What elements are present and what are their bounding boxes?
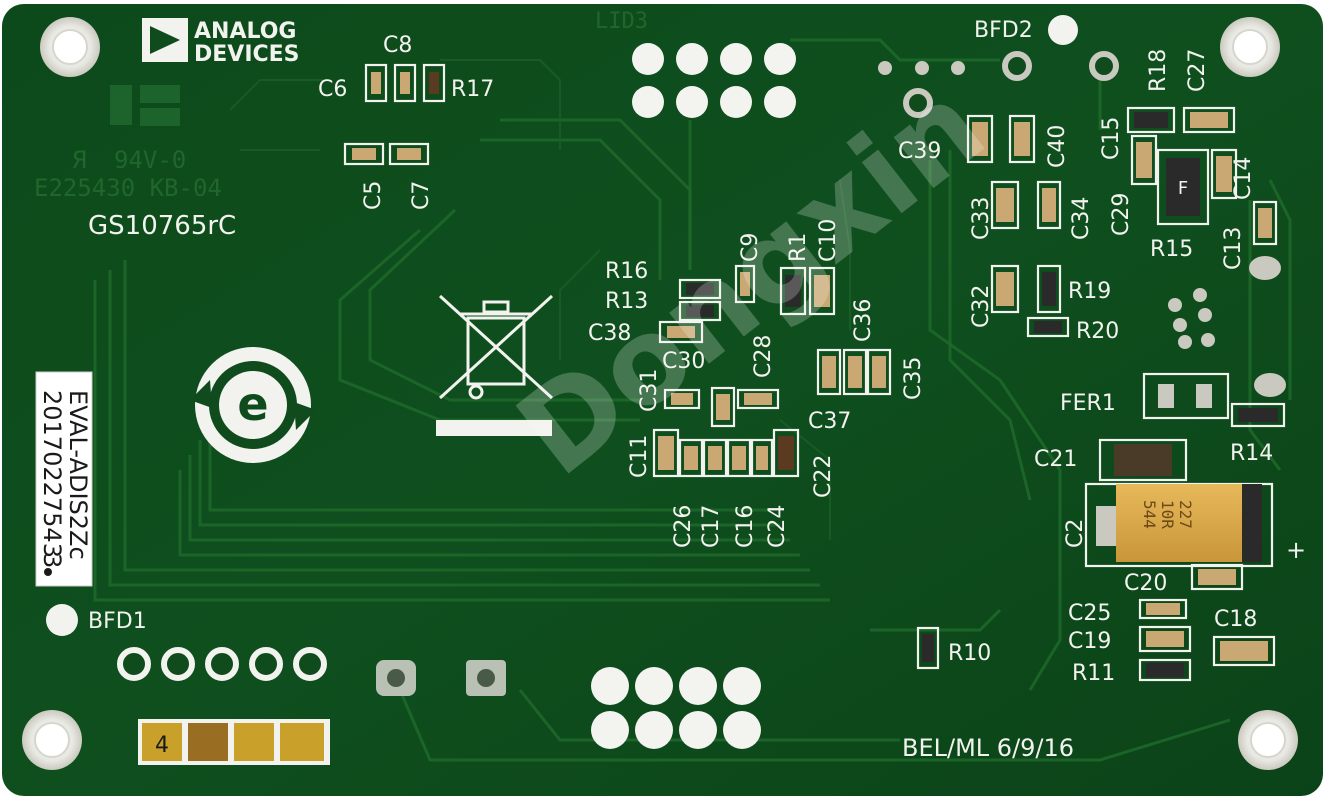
gold-pad-number: 4 [155, 733, 169, 758]
weee-crossed-bin-icon [436, 294, 554, 436]
cap-marking-1: 227 [1176, 500, 1195, 529]
designator-c11: C11 [627, 435, 652, 478]
designator-c38: C38 [588, 321, 631, 346]
fiducial-bfd1-label: BFD1 [88, 609, 147, 634]
reference-designators: C8 C6 R17 C5 C7 R16 R13 C38 C9 R1 C10 C3… [318, 33, 1273, 686]
designator-c27: C27 [1185, 49, 1210, 92]
analog-devices-logo: ANALOG DEVICES [142, 18, 300, 67]
designator-c32: C32 [969, 285, 994, 328]
designator-c34: C34 [1069, 197, 1094, 240]
fiducial-bfd2-icon [1048, 15, 1078, 45]
designator-r16: R16 [605, 259, 648, 284]
designator-c25: C25 [1068, 601, 1111, 626]
part-number-label: GS10765rC [88, 211, 236, 241]
label-line-serial: 20170227543 [38, 390, 66, 558]
designator-c6: C6 [318, 77, 347, 102]
designator-c33: C33 [969, 197, 994, 240]
polarity-plus: + [1286, 536, 1306, 564]
svg-text:e: e [237, 377, 268, 431]
mounting-holes [22, 17, 1298, 770]
label-line-eval: EVAL-ADIS2Zc [64, 390, 92, 560]
designator-c29: C29 [1109, 193, 1134, 236]
designator-c21: C21 [1034, 447, 1077, 472]
designator-c14: C14 [1231, 157, 1256, 200]
designator-c36: C36 [851, 299, 876, 342]
ring-vias [903, 51, 1119, 118]
designator-r15: R15 [1150, 237, 1193, 262]
designator-c26: C26 [671, 505, 696, 548]
ul-symbol-icon: Я [72, 146, 86, 174]
designator-c15: C15 [1099, 117, 1124, 160]
designator-r10: R10 [948, 641, 991, 666]
serial-label-sticker: EVAL-ADIS2Zc 20170227543 3 [35, 371, 93, 587]
fiducial-bfd2-label: BFD2 [974, 18, 1033, 43]
designator-r19: R19 [1068, 279, 1111, 304]
header-pads-bottom [591, 667, 761, 749]
e-recycle-icon: e [190, 347, 316, 463]
designator-c28: C28 [751, 335, 776, 378]
designator-c40: C40 [1045, 125, 1070, 168]
designator-c19: C19 [1068, 629, 1111, 654]
designator-c9: C9 [738, 233, 763, 262]
ul-file-text: E225430 KB-04 [34, 174, 222, 202]
designator-r11: R11 [1072, 661, 1115, 686]
designator-c8: C8 [383, 33, 412, 58]
designator-r18: R18 [1146, 49, 1171, 92]
fiducial-bfd1-icon [46, 604, 78, 636]
small-vias [878, 61, 1286, 397]
designator-c37: C37 [808, 409, 851, 434]
logo-triangle-icon [150, 26, 180, 54]
tantalum-capacitor [1116, 484, 1242, 562]
designator-c16: C16 [733, 505, 758, 548]
designator-c13: C13 [1221, 227, 1246, 270]
designator-c24: C24 [765, 505, 790, 548]
logo-line-analog: ANALOG [194, 19, 296, 44]
designer-date-label: BEL/ML 6/9/16 [902, 734, 1074, 762]
cap-marking-2: 10R [1158, 500, 1177, 529]
faint-copper-markings: 94V-0 Я E225430 KB-04 LID3 [34, 9, 648, 202]
designator-c5: C5 [361, 181, 386, 210]
header-pads-top [632, 43, 796, 118]
designator-c20: C20 [1124, 571, 1167, 596]
designator-r1: R1 [786, 233, 811, 262]
designator-c2: C2 [1063, 519, 1088, 548]
designator-r20: R20 [1076, 319, 1119, 344]
designator-c10: C10 [816, 219, 841, 262]
designator-c39: C39 [898, 139, 941, 164]
designator-c7: C7 [409, 181, 434, 210]
designator-r14: R14 [1230, 441, 1273, 466]
designator-c31: C31 [637, 369, 662, 412]
designator-r17: R17 [451, 77, 494, 102]
label-dot-icon [44, 568, 52, 576]
designator-c30: C30 [662, 349, 705, 374]
test-point-rings [117, 647, 327, 681]
designator-c17: C17 [699, 505, 724, 548]
designator-c22: C22 [811, 455, 836, 498]
designator-c18: C18 [1214, 607, 1257, 632]
designator-fer1: FER1 [1060, 391, 1116, 416]
logo-line-devices: DEVICES [194, 42, 300, 67]
label-line-serial-digit: 3 [38, 553, 66, 568]
cap-marking-3: 544 [1140, 500, 1159, 529]
faint-lid-text: LID3 [595, 9, 648, 34]
copper-traces [93, 38, 1292, 762]
smd-components: F 227 10R 544 + [343, 63, 1306, 682]
designator-c35: C35 [901, 357, 926, 400]
fuse-mark: F [1178, 178, 1188, 199]
gold-pad-strip: 4 [138, 719, 330, 765]
ul-mark-text: 94V-0 [114, 146, 186, 174]
plated-via-pads [376, 660, 506, 696]
designator-r13: R13 [605, 289, 648, 314]
